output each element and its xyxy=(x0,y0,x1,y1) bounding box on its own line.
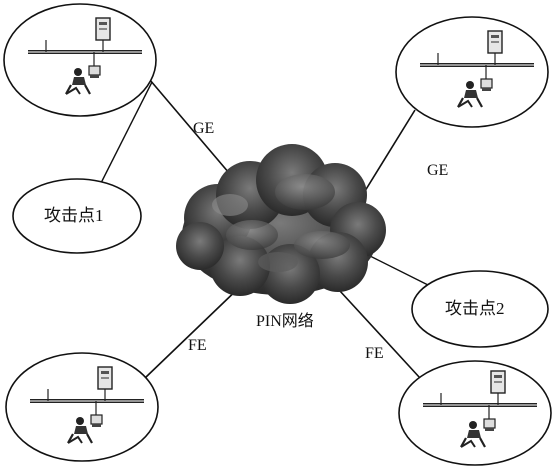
lan-node-top-right xyxy=(395,16,549,128)
attack-point-2-bubble xyxy=(411,270,549,348)
link-label-bottom-right: FE xyxy=(365,345,384,362)
link-bottom-left xyxy=(144,281,246,379)
link-bottom-right xyxy=(327,277,421,379)
lan-node-bottom-left xyxy=(5,352,159,462)
attack-1-connector xyxy=(99,81,153,186)
link-label-bottom-left: FE xyxy=(188,337,207,354)
link-label-top-right: GE xyxy=(427,162,449,179)
lan-node-top-left xyxy=(3,3,157,117)
attack-point-1-label: 攻击点1 xyxy=(44,206,104,225)
lan-node-bottom-right xyxy=(398,360,552,466)
attack-2-connector xyxy=(361,251,429,286)
attack-point-2-label: 攻击点2 xyxy=(445,299,505,318)
attack-point-1-bubble xyxy=(12,178,142,254)
pin-network-cloud xyxy=(176,144,386,304)
network-label: PIN网络 xyxy=(256,313,314,330)
link-label-top-left: GE xyxy=(193,120,215,137)
